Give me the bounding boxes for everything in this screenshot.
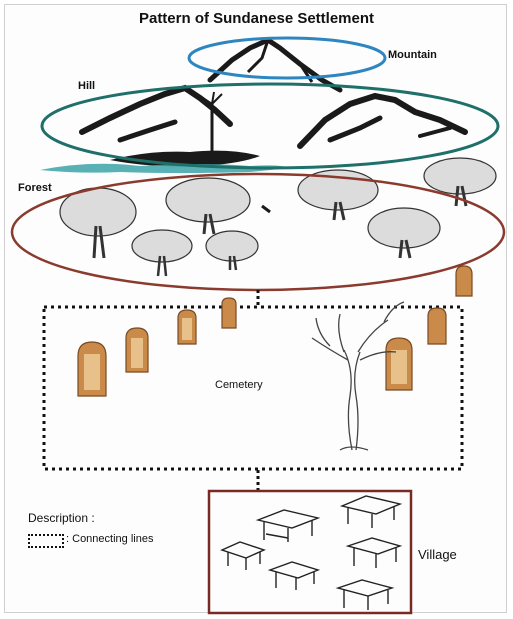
legend-marker: : <box>66 533 70 545</box>
house-icon <box>255 509 321 542</box>
mountain-ellipse <box>187 36 387 80</box>
mountain-illustration <box>207 37 343 93</box>
forest-trees <box>59 157 497 277</box>
legend-item: : Connecting lines <box>66 533 153 545</box>
village-box <box>207 489 413 615</box>
house-icon <box>267 561 321 590</box>
bare-tree-icon <box>311 301 405 451</box>
house-icon <box>220 541 266 570</box>
tree-icon <box>367 207 441 259</box>
diagram-title: Pattern of Sundanese Settlement <box>138 10 375 27</box>
mountain-label: Mountain <box>388 49 437 61</box>
legend-heading: Description : <box>28 511 95 525</box>
tombstone-icon <box>385 337 413 391</box>
hill-ellipse <box>40 82 500 170</box>
tree-icon <box>205 230 259 271</box>
tombstone-icon <box>177 309 197 345</box>
legend-connecting-line-swatch <box>28 534 64 548</box>
legend-item-label: Connecting lines <box>72 533 154 545</box>
tree-icon <box>423 157 497 207</box>
house-icon <box>335 579 395 610</box>
tree-icon <box>131 229 193 277</box>
tombstone-icon <box>77 341 107 397</box>
tombstone-icon <box>221 297 237 329</box>
village-label: Village <box>418 547 457 562</box>
house-icon <box>339 495 403 528</box>
cemetery-box <box>42 305 464 471</box>
cemetery-label: Cemetery <box>215 379 263 391</box>
tombstones <box>77 265 473 397</box>
tree-icon <box>59 187 137 259</box>
hill-label: Hill <box>78 80 96 92</box>
house-icon <box>345 537 403 568</box>
tombstone-icon <box>427 307 447 345</box>
houses <box>220 495 403 610</box>
tree-icon <box>165 177 251 235</box>
tombstone-icon <box>455 265 473 297</box>
tombstone-icon <box>125 327 149 373</box>
forest-label: Forest <box>18 182 52 194</box>
